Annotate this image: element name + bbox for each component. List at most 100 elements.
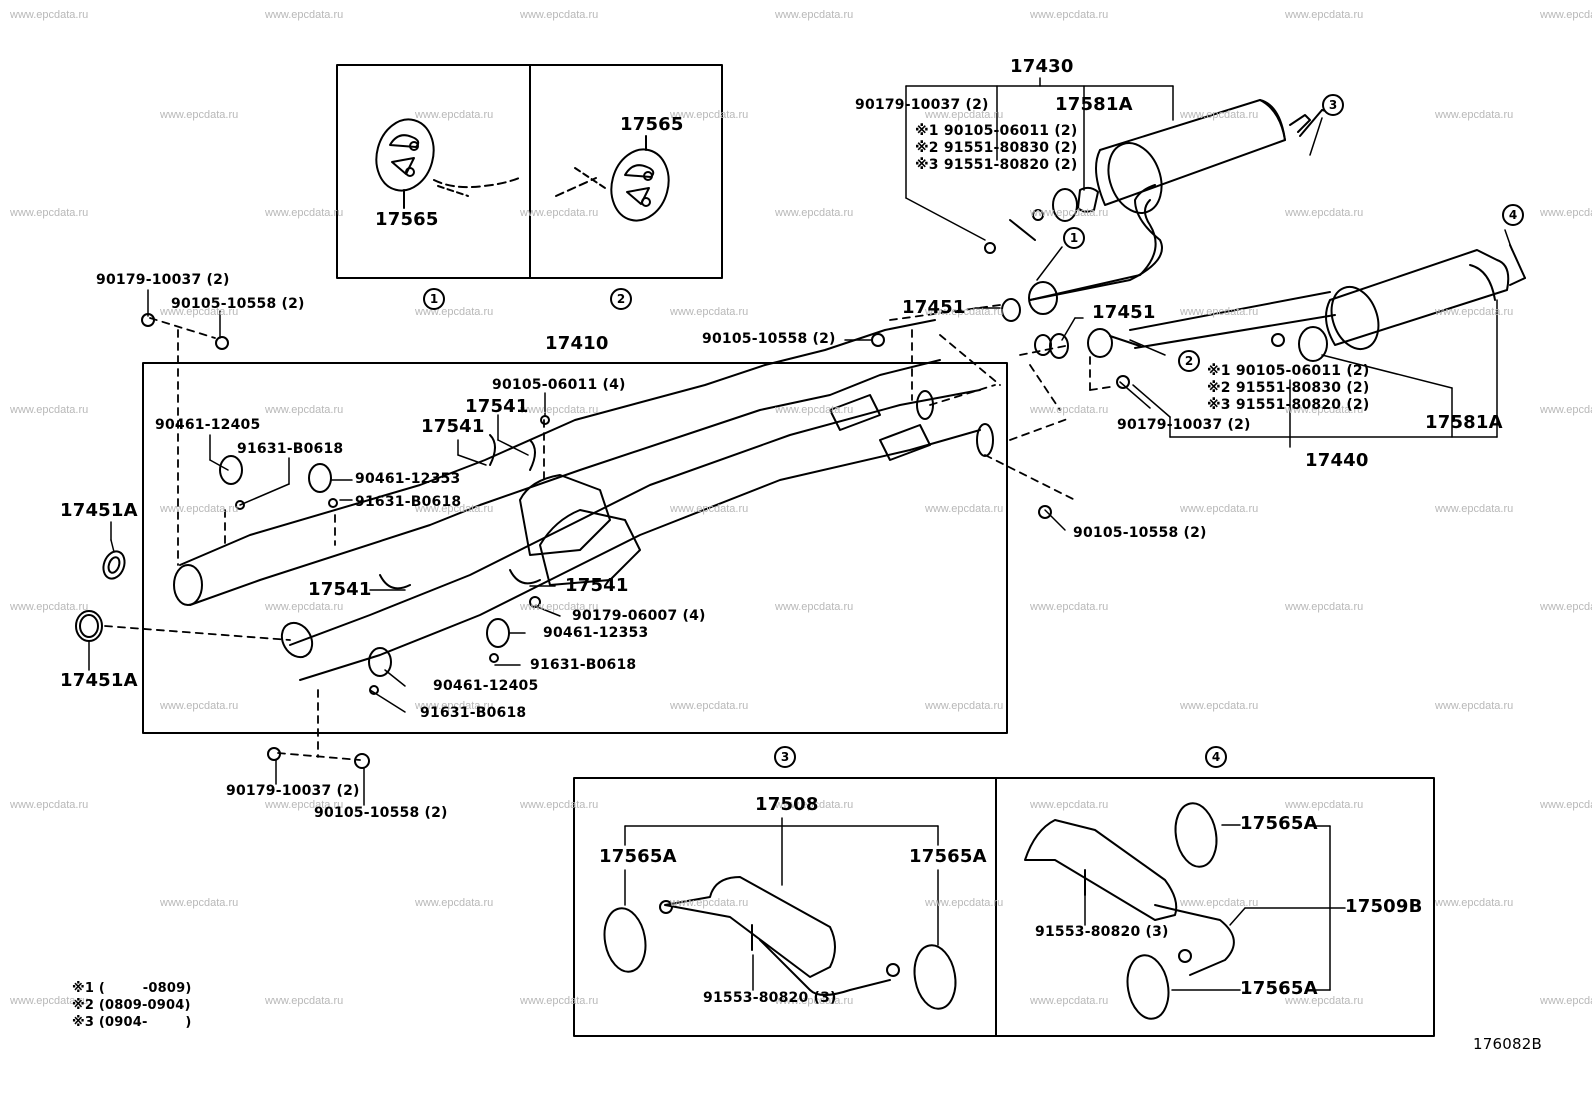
watermark: www.epcdata.ru: [265, 207, 344, 219]
part-label-90179-10037[interactable]: 90179-10037 (2): [226, 783, 360, 799]
watermark: www.epcdata.ru: [1540, 404, 1592, 416]
part-label-17508[interactable]: 17508: [755, 794, 819, 815]
callout-2[interactable]: 2: [610, 288, 632, 310]
watermark: www.epcdata.ru: [10, 799, 89, 811]
part-label-17565[interactable]: 17565: [375, 209, 439, 230]
part-label-17581A[interactable]: 17581A: [1055, 94, 1133, 115]
part-label-17440[interactable]: 17440: [1305, 450, 1369, 471]
part-label-90461-12405[interactable]: 90461-12405: [433, 678, 539, 694]
solid-leaders: [88, 117, 1513, 806]
part-label-91551-80820[interactable]: ※3 91551-80820 (2): [915, 157, 1078, 173]
part-label-17565[interactable]: 17565: [620, 114, 684, 135]
watermark: www.epcdata.ru: [775, 601, 854, 613]
footnote-range: (0809-0904): [98, 998, 191, 1013]
part-label-90461-12405[interactable]: 90461-12405: [155, 417, 261, 433]
part-label-17541[interactable]: 17541: [465, 396, 529, 417]
muffler-upper: [1009, 99, 1331, 315]
watermark: www.epcdata.ru: [10, 9, 89, 21]
part-label-91553-80820[interactable]: 91553-80820 (3): [703, 990, 837, 1006]
watermark: www.epcdata.ru: [265, 799, 344, 811]
watermark: www.epcdata.ru: [925, 897, 1004, 909]
part-label-17541[interactable]: 17541: [565, 575, 629, 596]
part-label-17451A[interactable]: 17451A: [60, 670, 138, 691]
part-label-17451[interactable]: 17451: [1092, 302, 1156, 323]
part-label-90179-10037[interactable]: 90179-10037 (2): [96, 272, 230, 288]
part-label-91631-B0618[interactable]: 91631-B0618: [355, 494, 462, 510]
watermark: www.epcdata.ru: [775, 404, 854, 416]
watermark: www.epcdata.ru: [160, 109, 239, 121]
callout-1[interactable]: 1: [423, 288, 445, 310]
watermark: www.epcdata.ru: [925, 700, 1004, 712]
part-label-90105-06011[interactable]: ※1 90105-06011 (2): [1207, 363, 1370, 379]
hanger-bracket-view-4: [1024, 802, 1346, 1020]
watermark: www.epcdata.ru: [670, 109, 749, 121]
callout-1[interactable]: 1: [1063, 227, 1085, 249]
part-label-91631-B0618[interactable]: 91631-B0618: [237, 441, 344, 457]
callout-2[interactable]: 2: [1178, 350, 1200, 372]
watermark: www.epcdata.ru: [520, 9, 599, 21]
part-label-17509B[interactable]: 17509B: [1345, 896, 1423, 917]
watermark: www.epcdata.ru: [1285, 207, 1364, 219]
watermark: www.epcdata.ru: [1285, 601, 1364, 613]
part-label-90179-10037[interactable]: 90179-10037 (2): [855, 97, 989, 113]
callout-4[interactable]: 4: [1502, 204, 1524, 226]
part-label-90461-12353[interactable]: 90461-12353: [543, 625, 649, 641]
part-label-17581A[interactable]: 17581A: [1425, 412, 1503, 433]
footnote-3: ※3 (0904- ): [72, 1016, 192, 1029]
part-label-90179-10037[interactable]: 90179-10037 (2): [1117, 417, 1251, 433]
callout-3[interactable]: 3: [1322, 94, 1344, 116]
muffler-lower: [1087, 244, 1526, 358]
part-label-17451A[interactable]: 17451A: [60, 500, 138, 521]
watermark: www.epcdata.ru: [1540, 995, 1592, 1007]
part-label-90179-06007[interactable]: 90179-06007 (4): [572, 608, 706, 624]
watermark: www.epcdata.ru: [520, 601, 599, 613]
footnotes: ※1 ( -0809) ※2 (0809-0904) ※3 (0904- ): [72, 982, 192, 1029]
part-label-17410[interactable]: 17410: [545, 333, 609, 354]
part-label-17565A[interactable]: 17565A: [1240, 813, 1318, 834]
watermark: www.epcdata.ru: [1285, 995, 1364, 1007]
part-label-91551-80830[interactable]: ※2 91551-80830 (2): [1207, 380, 1370, 396]
part-label-17565A[interactable]: 17565A: [599, 846, 677, 867]
watermark: www.epcdata.ru: [1030, 404, 1109, 416]
detail-box-4: [995, 777, 1435, 1037]
part-label-91553-80820[interactable]: 91553-80820 (3): [1035, 924, 1169, 940]
part-label-17451[interactable]: 17451: [902, 297, 966, 318]
part-label-90105-10558[interactable]: 90105-10558 (2): [1073, 525, 1207, 541]
leader-17430: [905, 77, 1174, 241]
part-label-90105-06011[interactable]: ※1 90105-06011 (2): [915, 123, 1078, 139]
footnote-1: ※1 ( -0809): [72, 982, 192, 995]
gaskets-and-fasteners: [75, 188, 1328, 769]
callout-3[interactable]: 3: [774, 746, 796, 768]
part-label-17541[interactable]: 17541: [308, 579, 372, 600]
watermark: www.epcdata.ru: [1180, 503, 1259, 515]
part-label-91551-80830[interactable]: ※2 91551-80830 (2): [915, 140, 1078, 156]
footnote-mark: ※1: [72, 981, 95, 996]
part-label-90105-10558[interactable]: 90105-10558 (2): [702, 331, 836, 347]
part-label-91551-80820[interactable]: ※3 91551-80820 (2): [1207, 397, 1370, 413]
rubber-hanger-view-1: [375, 118, 520, 209]
part-label-17565A[interactable]: 17565A: [909, 846, 987, 867]
watermark: www.epcdata.ru: [415, 306, 494, 318]
watermark: www.epcdata.ru: [775, 799, 854, 811]
watermark: www.epcdata.ru: [925, 306, 1004, 318]
part-label-90105-10558[interactable]: 90105-10558 (2): [171, 296, 305, 312]
watermark: www.epcdata.ru: [1030, 799, 1109, 811]
part-label-90105-10558[interactable]: 90105-10558 (2): [314, 805, 448, 821]
watermark: www.epcdata.ru: [1030, 9, 1109, 21]
watermark: www.epcdata.ru: [520, 207, 599, 219]
watermark: www.epcdata.ru: [520, 799, 599, 811]
watermark: www.epcdata.ru: [1435, 109, 1514, 121]
part-label-91631-B0618[interactable]: 91631-B0618: [420, 705, 527, 721]
part-label-17541[interactable]: 17541: [421, 416, 485, 437]
watermark: www.epcdata.ru: [1180, 109, 1259, 121]
watermark: www.epcdata.ru: [10, 404, 89, 416]
watermark: www.epcdata.ru: [1030, 601, 1109, 613]
callout-4[interactable]: 4: [1205, 746, 1227, 768]
part-label-91631-B0618[interactable]: 91631-B0618: [530, 657, 637, 673]
part-label-90105-06011[interactable]: 90105-06011 (4): [492, 377, 626, 393]
watermark: www.epcdata.ru: [1030, 995, 1109, 1007]
part-label-90461-12353[interactable]: 90461-12353: [355, 471, 461, 487]
part-label-17430[interactable]: 17430: [1010, 56, 1074, 77]
part-label-17565A[interactable]: 17565A: [1240, 978, 1318, 999]
